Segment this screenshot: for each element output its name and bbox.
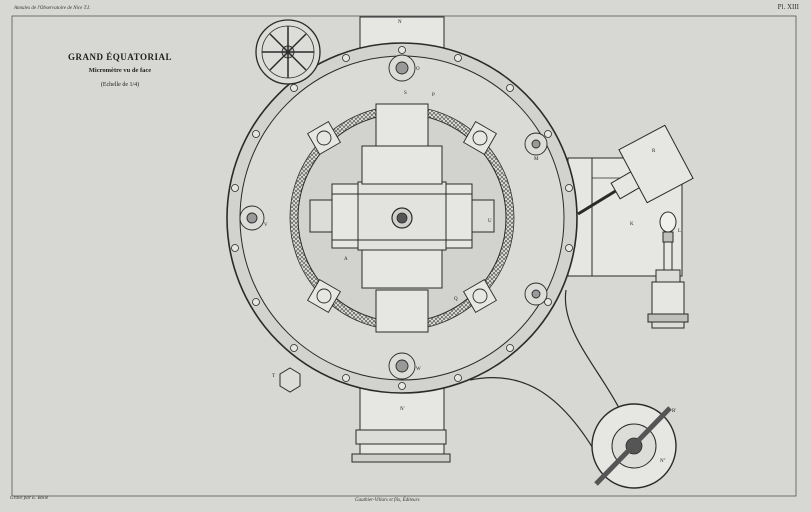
hand-wheel bbox=[255, 19, 321, 85]
label-t: T bbox=[272, 374, 275, 379]
label-l: L bbox=[678, 229, 681, 234]
label-u: U bbox=[488, 219, 492, 224]
lamp-stand bbox=[647, 211, 689, 329]
cable bbox=[564, 289, 621, 411]
label-p: P bbox=[432, 93, 435, 98]
plate-scale-note: (Echelle de 1/4) bbox=[100, 82, 140, 88]
bottom-tube bbox=[351, 387, 451, 463]
label-r: R bbox=[652, 149, 656, 154]
label-s: S bbox=[404, 91, 407, 96]
label-m: M bbox=[534, 157, 539, 162]
label-v: V bbox=[264, 223, 268, 228]
label-k: K bbox=[630, 222, 634, 227]
label-top: N bbox=[398, 20, 402, 25]
label-o: O bbox=[416, 67, 420, 72]
header-left: Annales de l'Observatoire de Nice T.I. bbox=[14, 6, 91, 11]
plate-border bbox=[11, 15, 797, 497]
plate-subtitle: Micromètre vu de face bbox=[88, 67, 152, 74]
publisher-credit: Gauthier-Villars et fils, Éditeurs bbox=[355, 498, 420, 503]
ring-bolts bbox=[231, 46, 573, 390]
knobs bbox=[239, 54, 548, 380]
label-a: A bbox=[344, 257, 348, 262]
hex-nut bbox=[279, 367, 301, 393]
lower-wheel bbox=[591, 403, 677, 489]
label-n2: N'' bbox=[660, 459, 666, 464]
engraver-credit: Gravé par E. Bollé bbox=[10, 496, 49, 501]
label-q: Q bbox=[454, 297, 458, 302]
plate-title: GRAND ÉQUATORIAL bbox=[68, 52, 172, 62]
gear-screws bbox=[306, 120, 498, 314]
label-bottom: N' bbox=[400, 407, 405, 412]
label-r2: R' bbox=[672, 409, 676, 414]
plate-number: Pl. XIII bbox=[777, 3, 799, 11]
label-w: W bbox=[416, 367, 421, 372]
lamp-box bbox=[577, 124, 694, 216]
